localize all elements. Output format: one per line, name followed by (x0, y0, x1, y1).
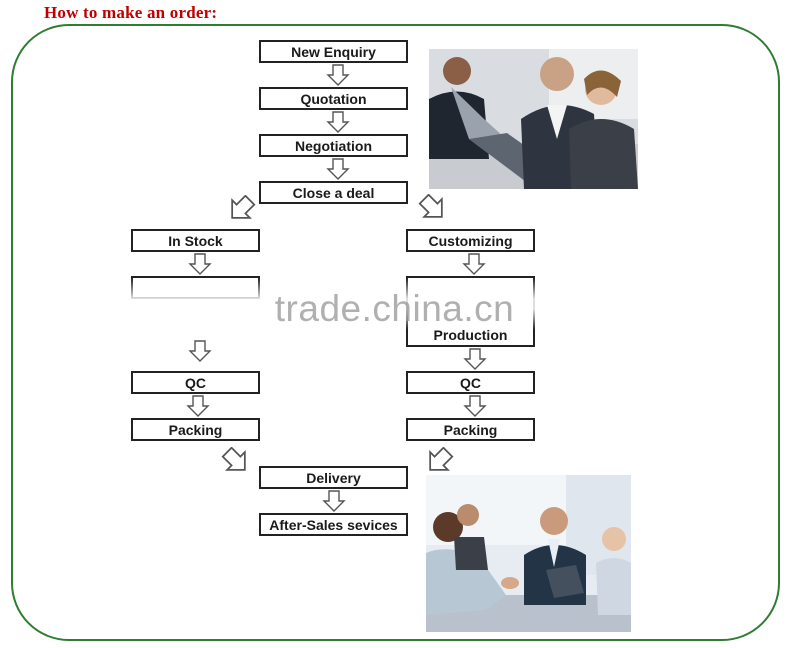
business-meeting-photo (429, 49, 638, 189)
step-qc-left: QC (131, 371, 260, 394)
diagonal-arrow-down-right-icon (418, 194, 443, 218)
handshake-meeting-photo (426, 475, 631, 632)
down-arrow-icon (463, 348, 487, 370)
watermark-band (130, 278, 540, 330)
step-new-enquiry: New Enquiry (259, 40, 408, 63)
down-arrow-icon (462, 253, 486, 275)
diagonal-arrow-down-left-icon (429, 447, 454, 471)
step-packing-left: Packing (131, 418, 260, 441)
down-arrow-icon (188, 253, 212, 275)
down-arrow-icon (326, 64, 350, 86)
step-in-stock: In Stock (131, 229, 260, 252)
down-arrow-icon (326, 158, 350, 180)
down-arrow-icon (463, 395, 487, 417)
diagonal-arrow-down-right-icon (221, 447, 246, 471)
page-title: How to make an order: (44, 3, 218, 22)
diagonal-arrow-down-left-icon (231, 195, 256, 219)
down-arrow-icon (322, 490, 346, 512)
step-delivery: Delivery (259, 466, 408, 489)
step-negotiation: Negotiation (259, 134, 408, 157)
step-qc-right: QC (406, 371, 535, 394)
step-after-sales: After-Sales sevices (259, 513, 408, 536)
step-packing-right: Packing (406, 418, 535, 441)
step-quotation: Quotation (259, 87, 408, 110)
down-arrow-icon (326, 111, 350, 133)
step-customizing: Customizing (406, 229, 535, 252)
down-arrow-icon (188, 340, 212, 362)
step-close-deal: Close a deal (259, 181, 408, 204)
watermark-text: trade.china.cn (274, 288, 515, 329)
flowchart-frame (11, 24, 780, 641)
down-arrow-icon (186, 395, 210, 417)
